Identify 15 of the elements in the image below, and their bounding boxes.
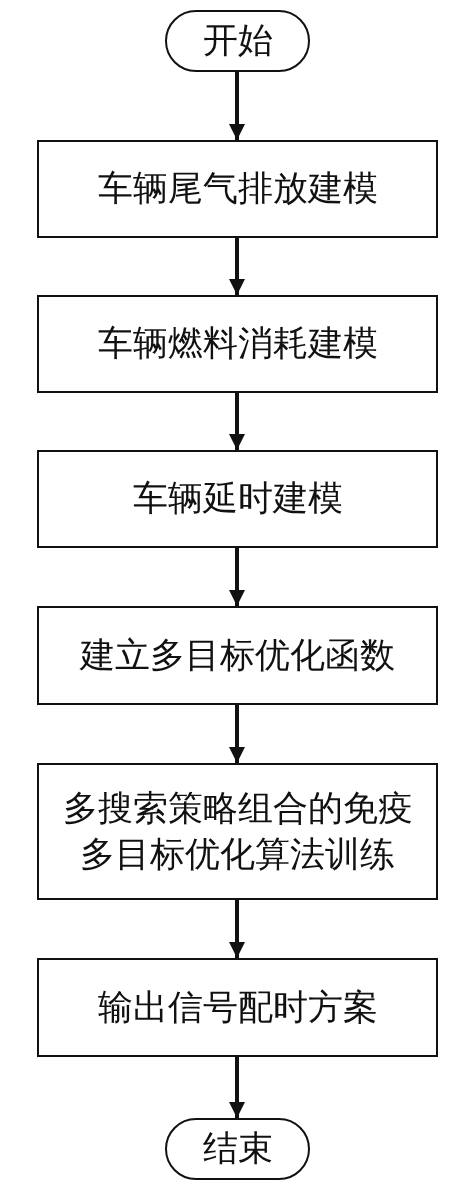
- arrow: [229, 705, 245, 763]
- arrow: [229, 238, 245, 295]
- process-box: 多搜索策略组合的免疫多目标优化算法训练: [37, 763, 438, 900]
- terminal-box: 结束: [165, 1118, 310, 1180]
- process-box: 车辆延时建模: [37, 450, 438, 548]
- arrow: [229, 900, 245, 958]
- arrow: [229, 548, 245, 606]
- process-box: 建立多目标优化函数: [37, 606, 438, 705]
- terminal-box: 开始: [165, 10, 310, 72]
- process-box: 输出信号配时方案: [37, 958, 438, 1057]
- process-box: 车辆燃料消耗建模: [37, 295, 438, 393]
- arrow: [229, 393, 245, 450]
- process-box: 车辆尾气排放建模: [37, 140, 438, 238]
- arrow: [229, 72, 245, 140]
- arrow: [229, 1057, 245, 1118]
